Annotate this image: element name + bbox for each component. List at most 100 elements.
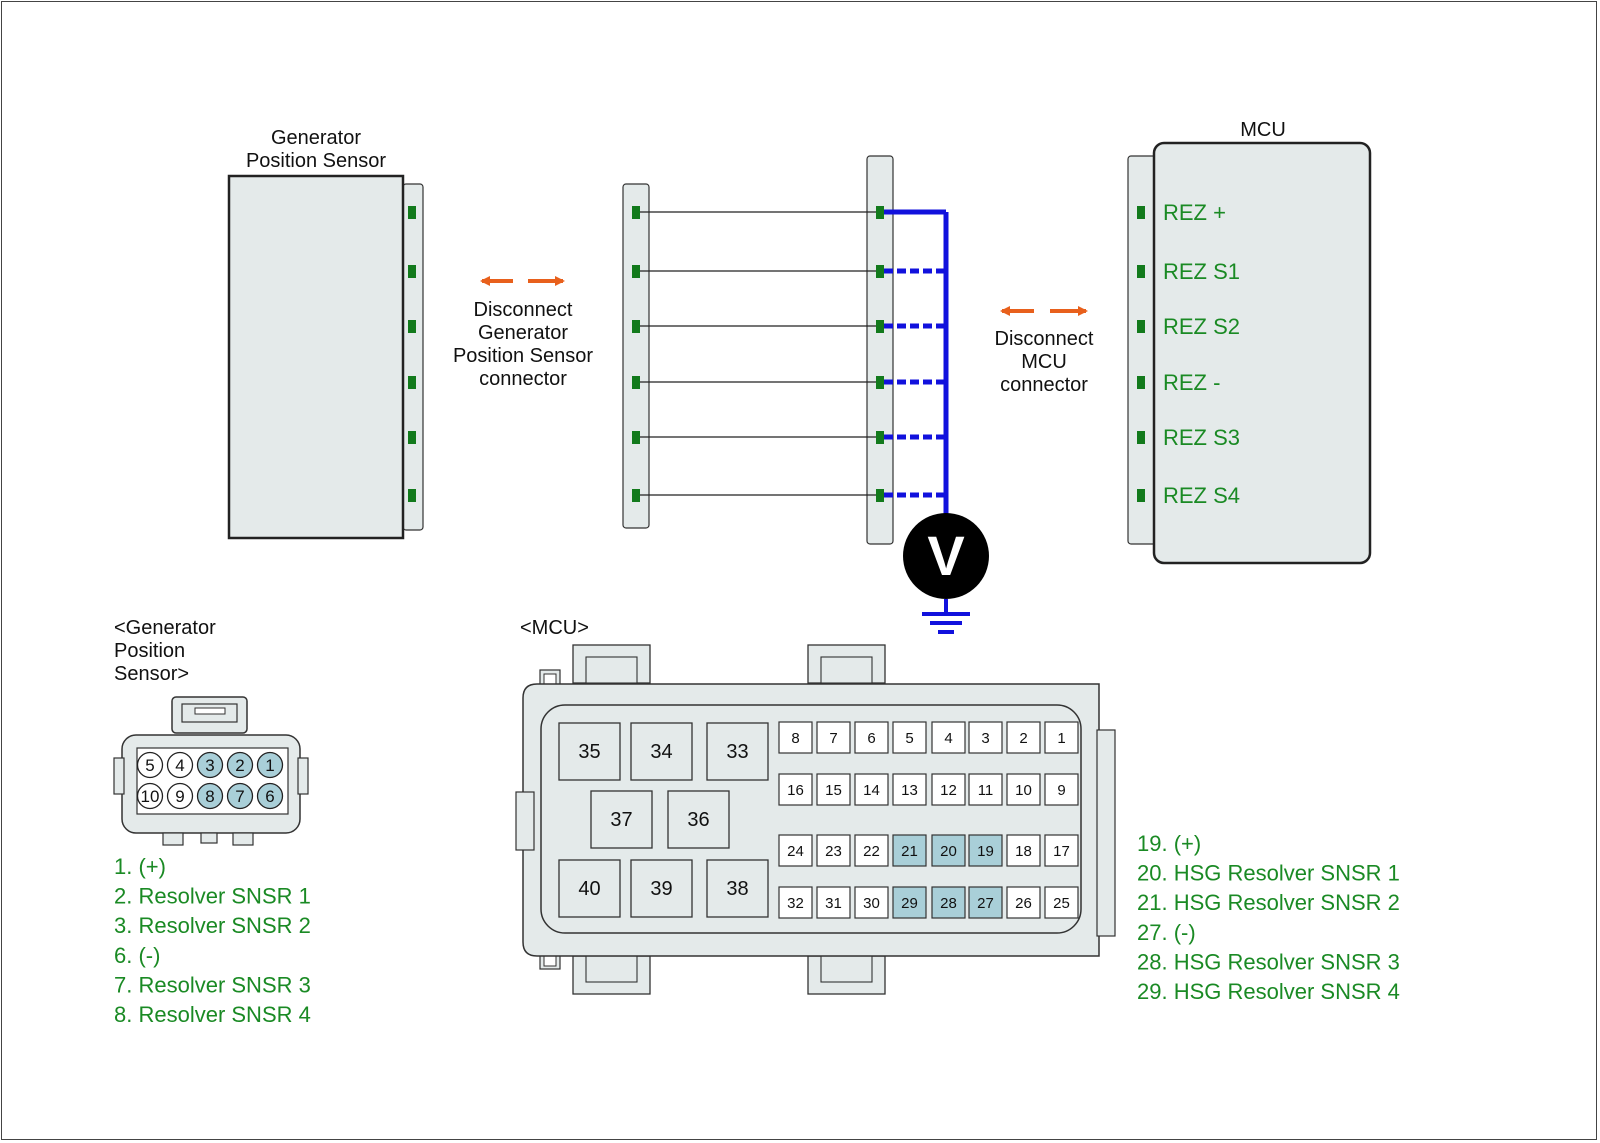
mcu-pin-marker xyxy=(1137,431,1145,444)
mcu-connector-pin-number: 32 xyxy=(787,895,804,912)
gps-legend-item: 6. (-) xyxy=(114,943,160,968)
gps-connector-pin xyxy=(256,751,284,779)
mcu-connector-large-pin xyxy=(706,722,769,781)
gps-connector-pin-number: 9 xyxy=(175,787,184,806)
mcu-connector-pin-number: 3 xyxy=(981,730,989,747)
mcu-pin-label: REZ S3 xyxy=(1163,425,1240,450)
gps-connector-pin xyxy=(226,751,254,779)
gps-connector-pin-number: 2 xyxy=(235,756,244,775)
harness-left-pin xyxy=(632,320,640,333)
gps-connector-pin-number: 10 xyxy=(141,787,160,806)
mcu-pin-label: REZ S1 xyxy=(1163,259,1240,284)
mcu-connector-large-pin xyxy=(558,722,621,781)
mcu-connector-pin-number: 23 xyxy=(825,843,842,860)
mcu-connector-pin-number: 31 xyxy=(825,895,842,912)
disconnect-gen-line2: Generator xyxy=(478,322,568,344)
mcu-connector-pin-number: 14 xyxy=(863,782,880,799)
gps-connector-pin xyxy=(166,782,194,810)
mcu-connector-large-pin-number: 36 xyxy=(687,809,709,831)
mcu-connector-pin xyxy=(778,773,813,806)
gen-sensor-body xyxy=(227,174,405,540)
mcu-connector-pin-number: 22 xyxy=(863,843,880,860)
mcu-connector-large-pin-number: 34 xyxy=(650,741,672,763)
mcu-connector-large-pin xyxy=(706,859,769,918)
gen-sensor-pin xyxy=(408,376,416,389)
disconnect-gen-line1: Disconnect xyxy=(474,299,573,321)
gps-legend-item: 8. Resolver SNSR 4 xyxy=(114,1002,311,1027)
mcu-connector-pin xyxy=(816,834,851,867)
mcu-connector-pin xyxy=(1006,834,1041,867)
disconnect-gen-line4: connector xyxy=(479,368,567,390)
mcu-connector-pin xyxy=(854,886,889,919)
voltmeter-icon xyxy=(903,513,989,599)
mcu-connector-pin xyxy=(892,834,927,867)
gps-connector-pin-number: 1 xyxy=(265,756,274,775)
mcu-connector-large-pin xyxy=(590,790,653,849)
gps-connector-pin-number: 6 xyxy=(265,787,274,806)
harness-right-pin xyxy=(876,320,884,333)
gen-sensor-pin xyxy=(408,431,416,444)
gps-connector-pin xyxy=(166,751,194,779)
mcu-connector-pin-number: 7 xyxy=(829,730,837,747)
mcu-connector-pin-number: 25 xyxy=(1053,895,1070,912)
harness-right-pin xyxy=(876,489,884,502)
mcu-connector-pin-number: 24 xyxy=(787,843,804,860)
mcu-connector-pin-number: 8 xyxy=(791,730,799,747)
gps-connector-pin xyxy=(196,782,224,810)
gen-sensor-connector-strip xyxy=(402,183,424,531)
gen-sensor-pin xyxy=(408,489,416,502)
mcu-pin-legend: 19. (+)20. HSG Resolver SNSR 121. HSG Re… xyxy=(1137,831,1400,1004)
mcu-connector-pin-number: 30 xyxy=(863,895,880,912)
mcu-connector-pin-number: 9 xyxy=(1057,782,1065,799)
mcu-connector-large-pin-number: 38 xyxy=(726,878,748,900)
mcu-connector-pin xyxy=(1006,773,1041,806)
gps-connector-title-line2: Position xyxy=(114,640,185,662)
harness-left-connector xyxy=(622,183,650,529)
mcu-connector-pin xyxy=(931,773,966,806)
mcu-legend-item: 20. HSG Resolver SNSR 1 xyxy=(1137,861,1400,886)
mcu-connector-pin xyxy=(854,834,889,867)
mcu-connector-pin xyxy=(816,886,851,919)
mcu-connector-pin xyxy=(778,834,813,867)
ground-icon xyxy=(922,599,970,634)
mcu-connector-pin xyxy=(778,721,813,754)
mcu-connector-pin-number: 28 xyxy=(940,895,957,912)
harness-left-pin xyxy=(632,431,640,444)
mcu-connector-pin xyxy=(1044,886,1079,919)
mcu-connector-large-pin-number: 39 xyxy=(650,878,672,900)
mcu-connector-pin-number: 18 xyxy=(1015,843,1032,860)
mcu-connector-large-pin-number: 33 xyxy=(726,741,748,763)
mcu-connector-pin-number: 19 xyxy=(977,843,994,860)
mcu-connector-pin xyxy=(854,773,889,806)
disconnect-gen-line3: Position Sensor xyxy=(453,345,593,367)
mcu-pin-marker xyxy=(1137,376,1145,389)
gps-connector-title-line1: <Generator xyxy=(114,617,216,639)
disconnect-mcu-line1: Disconnect xyxy=(995,328,1094,350)
mcu-pin-label: REZ + xyxy=(1163,200,1226,225)
gps-legend-item: 7. Resolver SNSR 3 xyxy=(114,972,311,997)
mcu-pin-label: REZ S4 xyxy=(1163,483,1240,508)
mcu-connector-large-pin-number: 35 xyxy=(578,741,600,763)
mcu-connector-pin xyxy=(968,773,1003,806)
mcu-pin-label: REZ S2 xyxy=(1163,314,1240,339)
gps-connector-pin xyxy=(256,782,284,810)
gps-legend-item: 3. Resolver SNSR 2 xyxy=(114,913,311,938)
mcu-title: MCU xyxy=(1240,119,1286,141)
mcu-legend-item: 19. (+) xyxy=(1137,831,1201,856)
mcu-connector-pin xyxy=(931,834,966,867)
gps-legend-item: 2. Resolver SNSR 1 xyxy=(114,884,311,909)
harness-right-pin xyxy=(876,265,884,278)
harness-right-pin xyxy=(876,376,884,389)
mcu-pin-marker xyxy=(1137,206,1145,219)
gps-connector-pin-number: 3 xyxy=(205,756,214,775)
mcu-connector-pin xyxy=(1044,773,1079,806)
mcu-connector-large-pin xyxy=(667,790,730,849)
mcu-connector-large-pin-number: 37 xyxy=(610,809,632,831)
mcu-connector-pin xyxy=(1044,834,1079,867)
mcu-connector-pin-number: 5 xyxy=(905,730,913,747)
gen-sensor-pin xyxy=(408,320,416,333)
